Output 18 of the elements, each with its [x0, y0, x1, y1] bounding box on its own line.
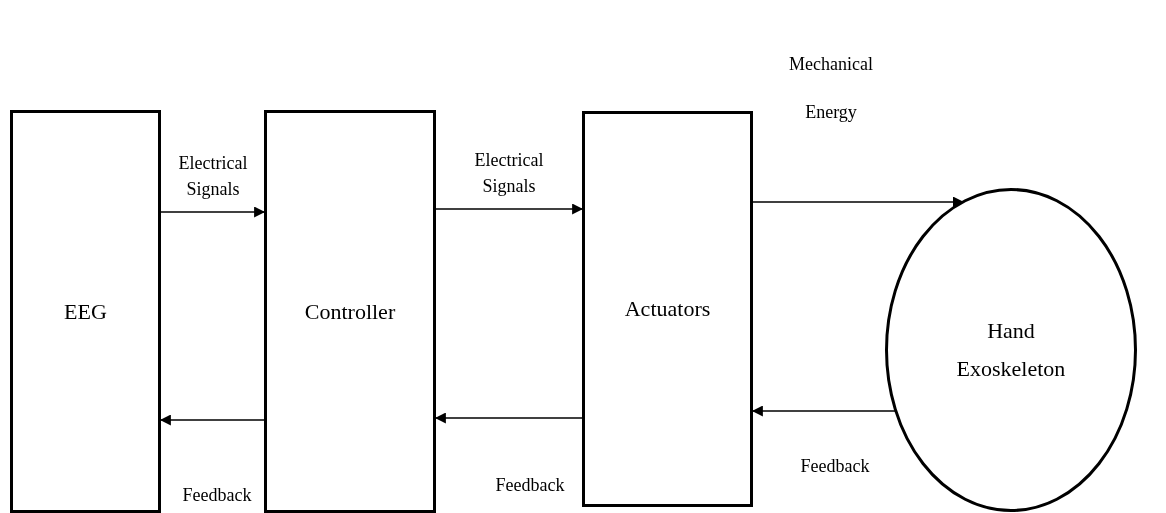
arrow [434, 412, 583, 424]
process-box [10, 110, 161, 513]
node-label: Hand Exoskeleton [955, 317, 1067, 383]
edge-label: Feedback [181, 484, 253, 507]
edge-label: Mechanical Energy [788, 53, 874, 124]
ellipse-shape [885, 188, 1137, 512]
arrow [159, 414, 265, 426]
edge-label: Feedback [799, 455, 871, 478]
edge-label: Electrical Signals [473, 149, 545, 198]
arrow [160, 206, 266, 218]
arrow [435, 203, 584, 215]
edge-label: Feedback [494, 474, 566, 497]
process-box [582, 111, 753, 507]
process-box [264, 110, 436, 513]
edge-label: Electrical Signals [177, 152, 249, 201]
node-label: Controller [304, 297, 396, 326]
node-label: EEG [64, 297, 107, 326]
node-label: Actuators [624, 295, 711, 323]
